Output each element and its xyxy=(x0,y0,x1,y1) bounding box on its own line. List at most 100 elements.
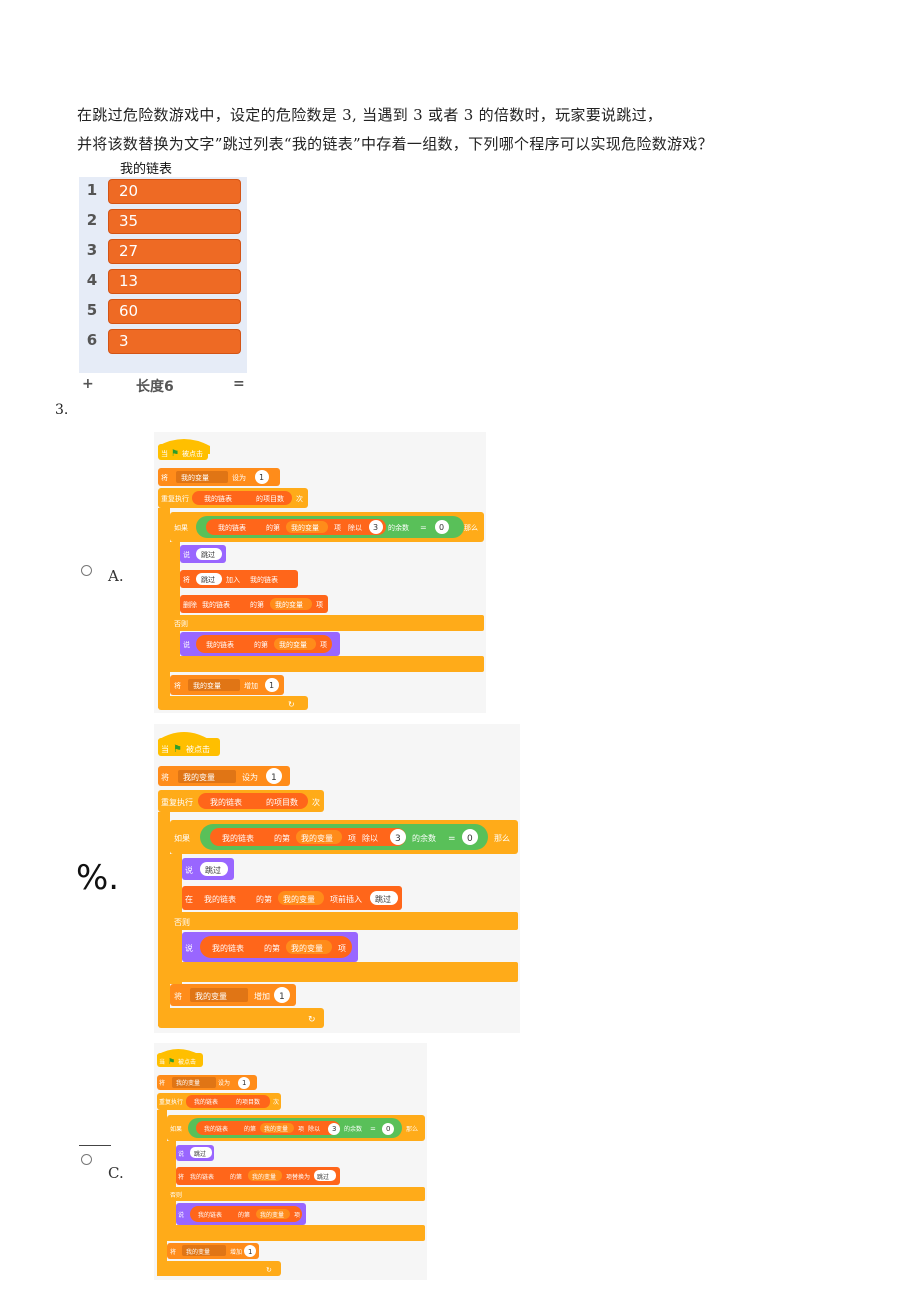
divide-label: 除以 xyxy=(308,1125,320,1133)
set-label: 将 xyxy=(161,772,169,782)
repeat-label: 重复执行 xyxy=(161,797,193,807)
list-item-index: 2 xyxy=(86,211,98,229)
set-label: 将 xyxy=(161,473,168,482)
option-a-radio[interactable] xyxy=(81,565,92,576)
insert-before-label: 项前插入 xyxy=(330,894,362,904)
of-item-label: 的第 xyxy=(256,894,272,904)
times-label: 次 xyxy=(296,494,303,503)
list-dropdown: 我的链表 xyxy=(204,494,232,503)
item-label: 项 xyxy=(338,944,346,953)
variable-reporter: 我的变量 xyxy=(252,1173,276,1181)
of-item-label: 的第 xyxy=(238,1211,250,1219)
of-item-label: 的第 xyxy=(274,833,290,843)
delete-label: 删除 xyxy=(183,600,197,609)
list-item-index: 6 xyxy=(86,331,98,349)
set-to-label: 设为 xyxy=(218,1079,230,1087)
remainder-label: 的余数 xyxy=(412,833,436,843)
add-item-button[interactable]: + xyxy=(82,376,94,392)
change-label: 增加 xyxy=(230,1248,242,1256)
divisor-input: 3 xyxy=(373,523,378,532)
list-dropdown: 我的链表 xyxy=(202,600,230,609)
of-item-label: 的第 xyxy=(244,1125,256,1133)
option-c-label: C. xyxy=(108,1164,124,1182)
variable-dropdown: 我的变量 xyxy=(183,772,215,782)
item-label: 项 xyxy=(334,524,341,532)
variable-reporter: 我的变量 xyxy=(283,894,315,904)
variable-dropdown: 我的变量 xyxy=(193,681,221,690)
list-item-index: 1 xyxy=(86,181,98,199)
set-label: 将 xyxy=(174,681,181,690)
variable-dropdown: 我的变量 xyxy=(195,991,227,1001)
list-item-value: 13 xyxy=(119,272,139,290)
times-label: 次 xyxy=(312,797,320,807)
say-label: 说 xyxy=(178,1211,184,1219)
divisor-input: 3 xyxy=(332,1125,336,1133)
list-item: 2 35 xyxy=(79,207,247,237)
add-label: 加入 xyxy=(226,575,240,584)
set-label: 将 xyxy=(170,1248,176,1256)
set-label: 将 xyxy=(159,1079,165,1087)
list-item-value: 60 xyxy=(119,302,139,320)
say-label: 说 xyxy=(178,1150,184,1158)
resize-handle-icon[interactable]: = xyxy=(233,376,245,392)
list-item-cell[interactable]: 27 xyxy=(108,239,241,264)
green-flag-icon: ⚑ xyxy=(173,744,182,755)
replace-with-label: 项替换为 xyxy=(286,1173,310,1181)
list-dropdown: 我的链表 xyxy=(212,943,244,953)
repeat-label: 重复执行 xyxy=(161,494,189,503)
list-item-cell[interactable]: 13 xyxy=(108,269,241,294)
list-item: 6 3 xyxy=(79,327,247,357)
value-input: 1 xyxy=(242,1079,246,1087)
of-item-label: 的第 xyxy=(254,640,268,649)
list-item-value: 20 xyxy=(119,182,139,200)
set-to-label: 设为 xyxy=(232,473,246,482)
option-c-radio[interactable] xyxy=(81,1154,92,1165)
list-item-index: 3 xyxy=(86,241,98,259)
variable-dropdown: 我的变量 xyxy=(181,473,209,482)
say-input: 跳过 xyxy=(194,1150,206,1158)
loop-arrow-icon: ↻ xyxy=(288,700,295,709)
list-item: 5 60 xyxy=(79,297,247,327)
when-label: 当 xyxy=(161,744,169,754)
repeat-label: 重复执行 xyxy=(159,1098,183,1106)
variable-reporter: 我的变量 xyxy=(260,1211,284,1219)
divide-label: 除以 xyxy=(348,523,362,532)
list-item-cell[interactable]: 3 xyxy=(108,329,241,354)
times-label: 次 xyxy=(273,1098,279,1106)
compare-input: 0 xyxy=(386,1125,390,1133)
say-input: 跳过 xyxy=(205,865,221,875)
list-item-value: 35 xyxy=(119,212,139,230)
list-item-value: 27 xyxy=(119,242,139,260)
list-dropdown: 我的链表 xyxy=(206,640,234,649)
list-item-cell[interactable]: 60 xyxy=(108,299,241,324)
green-flag-icon: ⚑ xyxy=(171,449,179,459)
list-item-cell[interactable]: 35 xyxy=(108,209,241,234)
of-item-label: 的第 xyxy=(250,600,264,609)
list-dropdown: 我的链表 xyxy=(204,894,236,904)
option-a-code-image: 当 ⚑ 被点击 将 我的变量 设为 1 重复执行 我的链表 的项目数 次 如果 … xyxy=(154,432,486,713)
flag-clicked-label: 被点击 xyxy=(182,449,203,458)
of-item-label: 的第 xyxy=(264,943,280,953)
list-dropdown: 我的链表 xyxy=(198,1211,222,1219)
variable-dropdown: 我的变量 xyxy=(176,1079,200,1087)
list-dropdown: 我的链表 xyxy=(250,575,278,584)
question-number: 3. xyxy=(55,402,69,418)
else-label: 否则 xyxy=(174,620,188,628)
list-item-index: 4 xyxy=(86,271,98,289)
list-item-value: 3 xyxy=(119,332,129,350)
list-item-cell[interactable]: 20 xyxy=(108,179,241,204)
set-label: 将 xyxy=(178,1173,184,1181)
list-dropdown: 我的链表 xyxy=(218,523,246,532)
remainder-label: 的余数 xyxy=(344,1125,362,1133)
variable-reporter: 我的变量 xyxy=(291,943,323,953)
when-label: 当 xyxy=(161,449,168,458)
question-text-line1: 在跳过危险数游戏中，设定的危险数是 3, 当遇到 3 或者 3 的倍数时，玩家要… xyxy=(77,106,663,124)
add-input: 跳过 xyxy=(201,575,215,584)
option-a-label: A. xyxy=(108,567,124,585)
say-label: 说 xyxy=(185,943,193,953)
item-label: 项 xyxy=(320,641,327,649)
insert-input: 跳过 xyxy=(375,894,391,904)
compare-input: 0 xyxy=(439,523,444,532)
value-input: 1 xyxy=(259,473,264,482)
item-count-label: 的项目数 xyxy=(266,797,298,807)
